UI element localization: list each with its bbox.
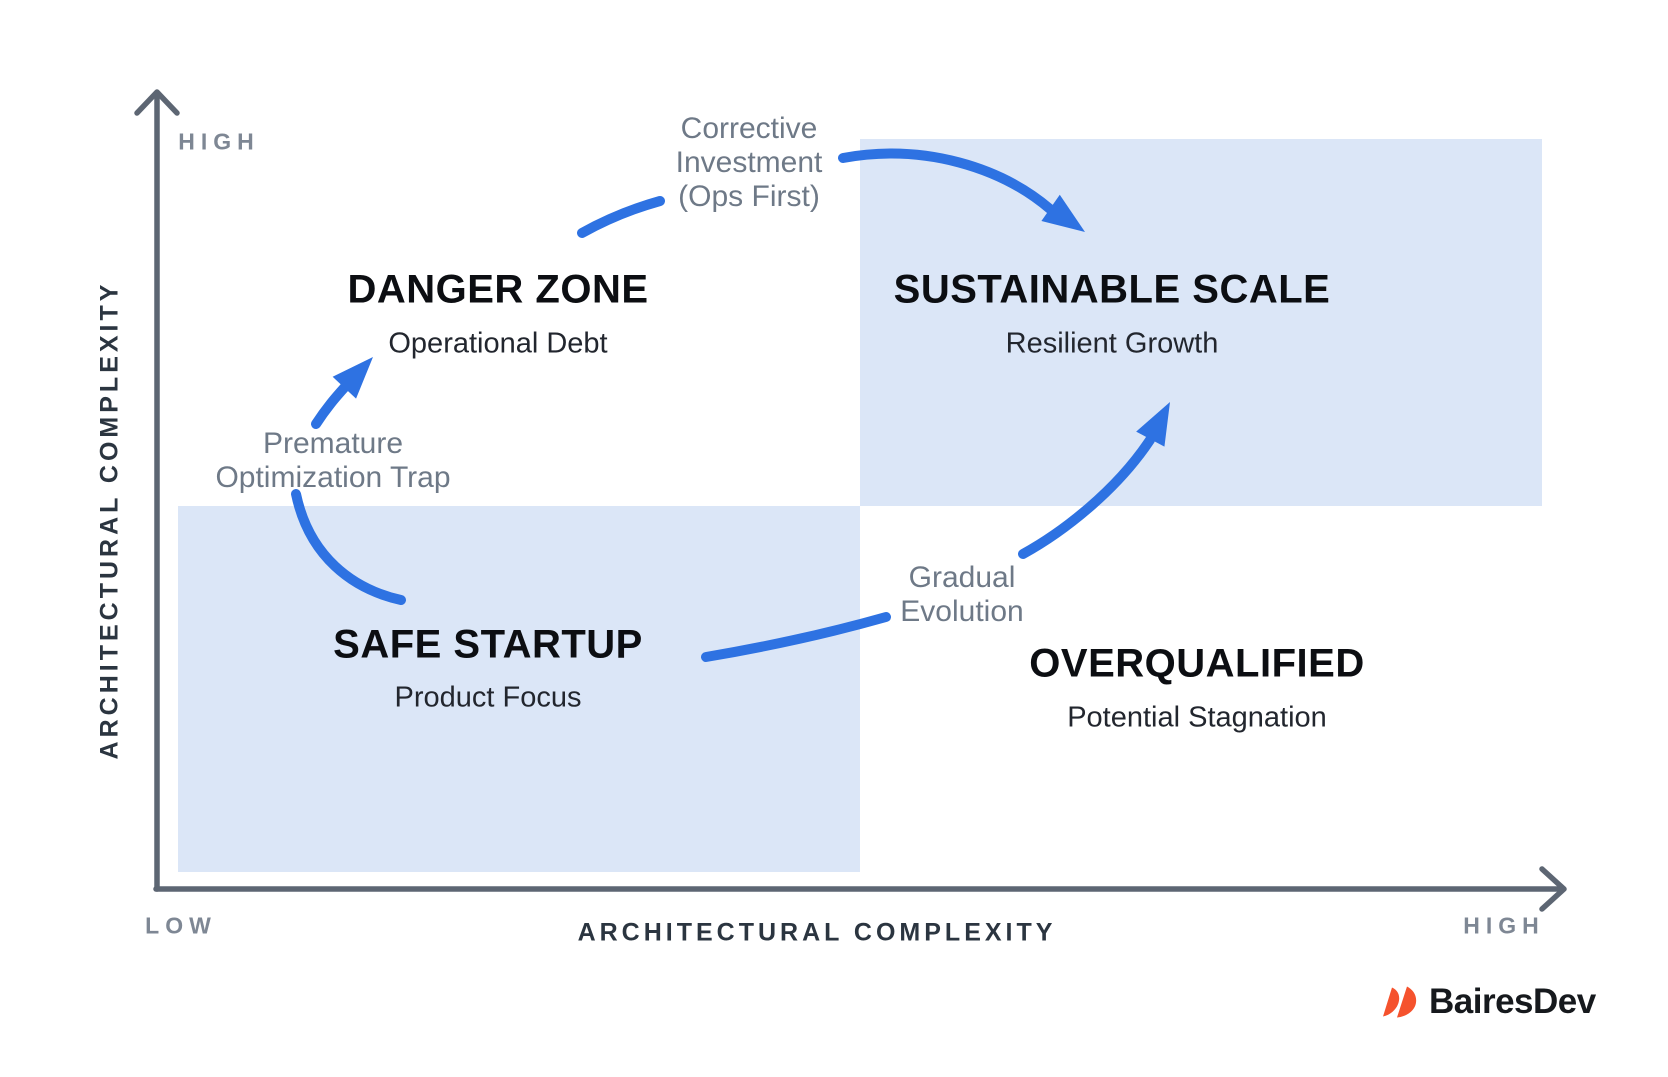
arrow-label-line: Corrective [680, 112, 818, 145]
premature-optimization-arrow-label: Premature Optimization Trap [215, 427, 450, 495]
x-axis-arrowhead-icon [1539, 866, 1567, 912]
x-axis-title: ARCHITECTURAL COMPLEXITY [577, 918, 1057, 947]
quadrant-subtitle-sustainable-scale: Resilient Growth [1005, 327, 1219, 360]
gradual-evolution-arrow-label: Gradual Evolution [900, 561, 1023, 629]
y-axis-arrowhead-icon [134, 89, 180, 116]
x-axis-high-label: HIGH [1463, 912, 1545, 939]
bairesdev-logo-icon [1383, 986, 1417, 1017]
arrow-label-line: Investment [675, 146, 823, 179]
arrow-label-line: Optimization Trap [215, 461, 451, 494]
y-axis-title: ARCHITECTURAL COMPLEXITY [95, 280, 124, 760]
bairesdev-logo: BairesDev [1382, 982, 1596, 1022]
quadrant-subtitle-overqualified: Potential Stagnation [1067, 701, 1327, 734]
quadrant-title-sustainable-scale: SUSTAINABLE SCALE [893, 267, 1331, 312]
y-axis-high-label: HIGH [178, 128, 260, 155]
arrow-label-line: Evolution [900, 595, 1024, 628]
quadrant-bg-safe-startup [178, 506, 860, 872]
gradual-evolution-arrow [701, 402, 1170, 662]
arrow-label-line: Gradual [908, 561, 1016, 594]
bairesdev-logo-text: BairesDev [1429, 982, 1596, 1021]
quadrant-title-overqualified: OVERQUALIFIED [1029, 641, 1365, 686]
quadrant-bg-sustainable-scale [860, 139, 1542, 506]
x-axis-low-label: LOW [145, 912, 217, 939]
quadrant-title-safe-startup: SAFE STARTUP [333, 622, 643, 667]
arrow-label-line: Premature [262, 427, 404, 460]
corrective-investment-arrow-label: Corrective Investment (Ops First) [676, 112, 823, 214]
premature-optimization-arrow [291, 357, 406, 605]
corrective-investment-arrow [577, 148, 1085, 238]
quadrant-subtitle-danger-zone: Operational Debt [388, 327, 608, 360]
quadrant-title-danger-zone: DANGER ZONE [347, 267, 649, 312]
quadrant-subtitle-safe-startup: Product Focus [394, 681, 582, 714]
arrow-label-line: (Ops First) [678, 180, 820, 213]
